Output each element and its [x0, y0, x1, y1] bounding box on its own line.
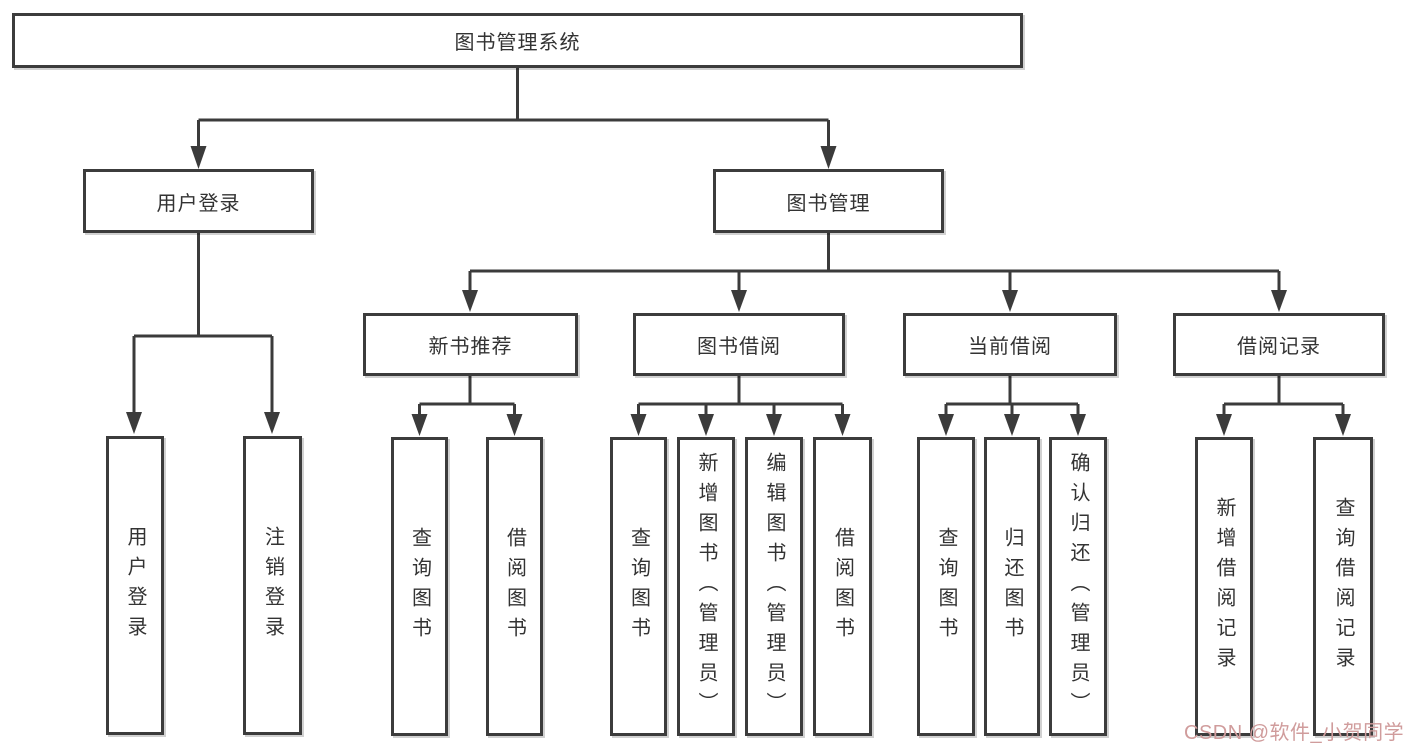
leaf-current-return-book: 归还图书	[984, 437, 1040, 736]
leaf-borrow-add-book-admin: 新增图书（管理员）	[677, 437, 735, 736]
connector-current-borrow-group	[944, 376, 1080, 416]
leaf-borrow-borrow-book: 借阅图书	[813, 437, 872, 736]
leaf-logout-login: 注销登录	[243, 436, 302, 735]
leaf-newrec-borrow-book: 借阅图书	[486, 437, 543, 736]
csdn-watermark: CSDN @软件_小贺同学	[1184, 722, 1405, 744]
node-current-borrow-label: 当前借阅	[968, 336, 1052, 358]
node-user-login: 用户登录	[83, 169, 314, 233]
node-user-login-label: 用户登录	[156, 192, 241, 215]
node-current-borrow: 当前借阅	[903, 313, 1117, 376]
leaf-current-query-book: 查询图书	[917, 437, 975, 736]
leaf-newrec-query-book: 查询图书	[391, 437, 448, 736]
node-book-borrow: 图书借阅	[633, 313, 845, 376]
leaf-current-return-book-label: 归还图书	[1001, 526, 1023, 647]
leaf-user-login: 用户登录	[106, 436, 164, 735]
leaf-borrow-edit-book-admin: 编辑图书（管理员）	[745, 437, 803, 736]
arrowheads	[126, 146, 1351, 436]
node-borrow-records: 借阅记录	[1173, 313, 1385, 376]
leaf-newrec-borrow-book-label: 借阅图书	[503, 526, 526, 647]
leaf-borrow-query-book-label: 查询图书	[627, 526, 650, 647]
leaf-borrow-borrow-book-label: 借阅图书	[831, 526, 854, 647]
leaf-records-query-record: 查询借阅记录	[1313, 437, 1373, 736]
leaf-borrow-add-book-admin-label: 新增图书（管理员）	[695, 451, 717, 722]
leaf-user-login-label: 用户登录	[124, 525, 146, 646]
leaf-newrec-query-book-label: 查询图书	[408, 526, 431, 647]
leaf-borrow-edit-book-admin-label: 编辑图书（管理员）	[763, 451, 785, 722]
connector-new-book-group	[418, 376, 516, 416]
node-new-book-recommend-label: 新书推荐	[428, 336, 513, 358]
node-new-book-recommend: 新书推荐	[363, 313, 578, 376]
connector-book-borrow-group	[637, 376, 844, 416]
leaf-current-confirm-return-admin: 确认归还（管理员）	[1049, 437, 1107, 736]
leaf-current-query-book-label: 查询图书	[935, 526, 957, 647]
node-book-borrow-label: 图书借阅	[697, 336, 781, 358]
node-book-management: 图书管理	[713, 169, 944, 233]
leaf-records-add-record-label: 新增借阅记录	[1213, 496, 1235, 677]
node-root: 图书管理系统	[12, 13, 1023, 68]
connector-borrow-records-group	[1222, 376, 1345, 416]
connector-user-login-branch	[132, 233, 274, 414]
leaf-records-query-record-label: 查询借阅记录	[1332, 496, 1354, 677]
leaf-logout-login-label: 注销登录	[261, 525, 284, 646]
connector-root	[197, 68, 830, 148]
node-borrow-records-label: 借阅记录	[1237, 336, 1321, 358]
leaf-current-confirm-return-admin-label: 确认归还（管理员）	[1067, 451, 1089, 722]
leaf-borrow-query-book: 查询图书	[610, 437, 667, 736]
leaf-records-add-record: 新增借阅记录	[1195, 437, 1253, 736]
node-root-label: 图书管理系统	[454, 32, 581, 54]
node-book-management-label: 图书管理	[786, 192, 871, 215]
connector-book-management-branch	[468, 233, 1281, 292]
